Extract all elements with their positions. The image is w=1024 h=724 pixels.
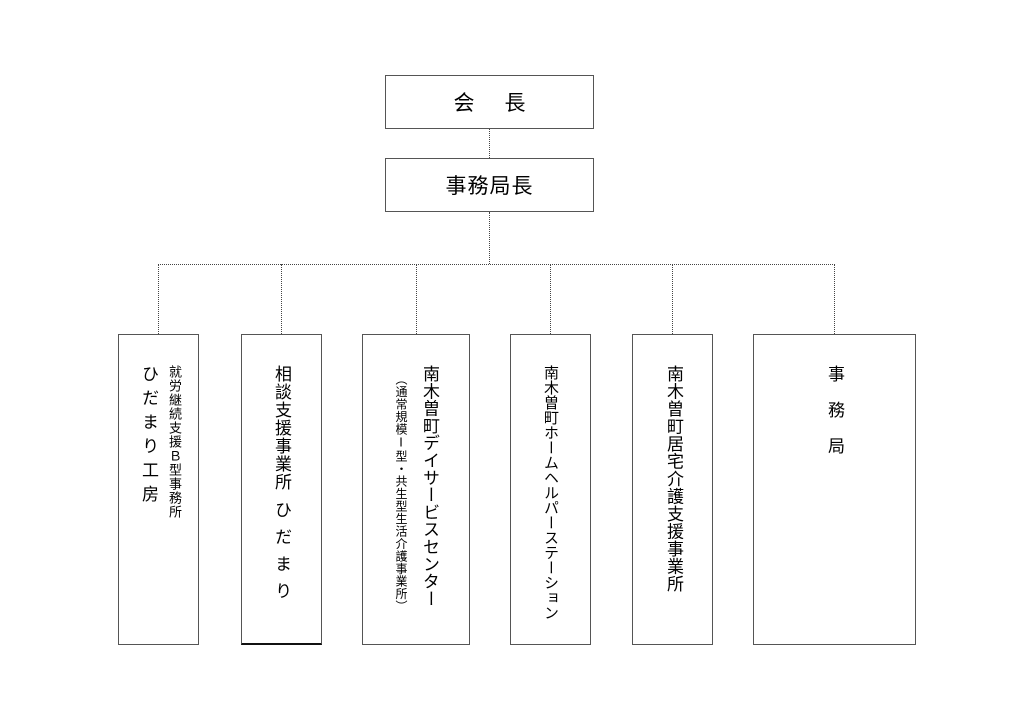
unit-home-helper-main: 南木曽町ホームヘルパーステーション — [542, 365, 560, 620]
unit-box-kyotaku: 南木曽町居宅介護支援事業所 — [632, 334, 713, 645]
connector-chairman-director — [489, 129, 490, 158]
connector-horizontal-bus — [158, 264, 835, 265]
connector-drop-soudan — [281, 264, 282, 334]
unit-soudan-line2: ひだまり — [271, 501, 291, 609]
unit-kyotaku-main: 南木曽町居宅介護支援事業所 — [663, 365, 683, 593]
unit-jimukyoku-main: 事務局 — [824, 365, 844, 473]
director-box: 事務局長 — [385, 158, 594, 212]
chairman-box: 会長 — [385, 75, 594, 129]
unit-box-hidamari-koubou: 就労継続支援Ｂ型事務所 ひだまり工房 — [118, 334, 199, 645]
connector-drop-home-helper — [550, 264, 551, 334]
chairman-label: 会長 — [453, 91, 556, 115]
unit-day-service-main: 南木曽町デイサービスセンター — [419, 365, 439, 608]
connector-drop-kyotaku — [672, 264, 673, 334]
unit-box-home-helper: 南木曽町ホームヘルパーステーション — [510, 334, 591, 645]
connector-drop-jimukyoku — [834, 264, 835, 334]
connector-drop-hidamari-koubou — [158, 264, 159, 334]
unit-box-jimukyoku: 事務局 — [753, 334, 916, 645]
unit-day-service-sub: （通常規模Ⅰ型・共生型生活介護事業所） — [394, 373, 408, 613]
unit-soudan-line1: 相談支援事業所 — [271, 365, 291, 491]
connector-drop-day-service — [416, 264, 417, 334]
director-label: 事務局長 — [445, 174, 534, 198]
unit-box-soudan: 相談支援事業所 ひだまり — [241, 334, 322, 645]
unit-hidamari-koubou-main: ひだまり工房 — [138, 365, 158, 509]
connector-director-trunk — [489, 212, 490, 264]
unit-box-day-service: 南木曽町デイサービスセンター （通常規模Ⅰ型・共生型生活介護事業所） — [362, 334, 470, 645]
unit-hidamari-koubou-sub: 就労継続支援Ｂ型事務所 — [166, 365, 181, 519]
